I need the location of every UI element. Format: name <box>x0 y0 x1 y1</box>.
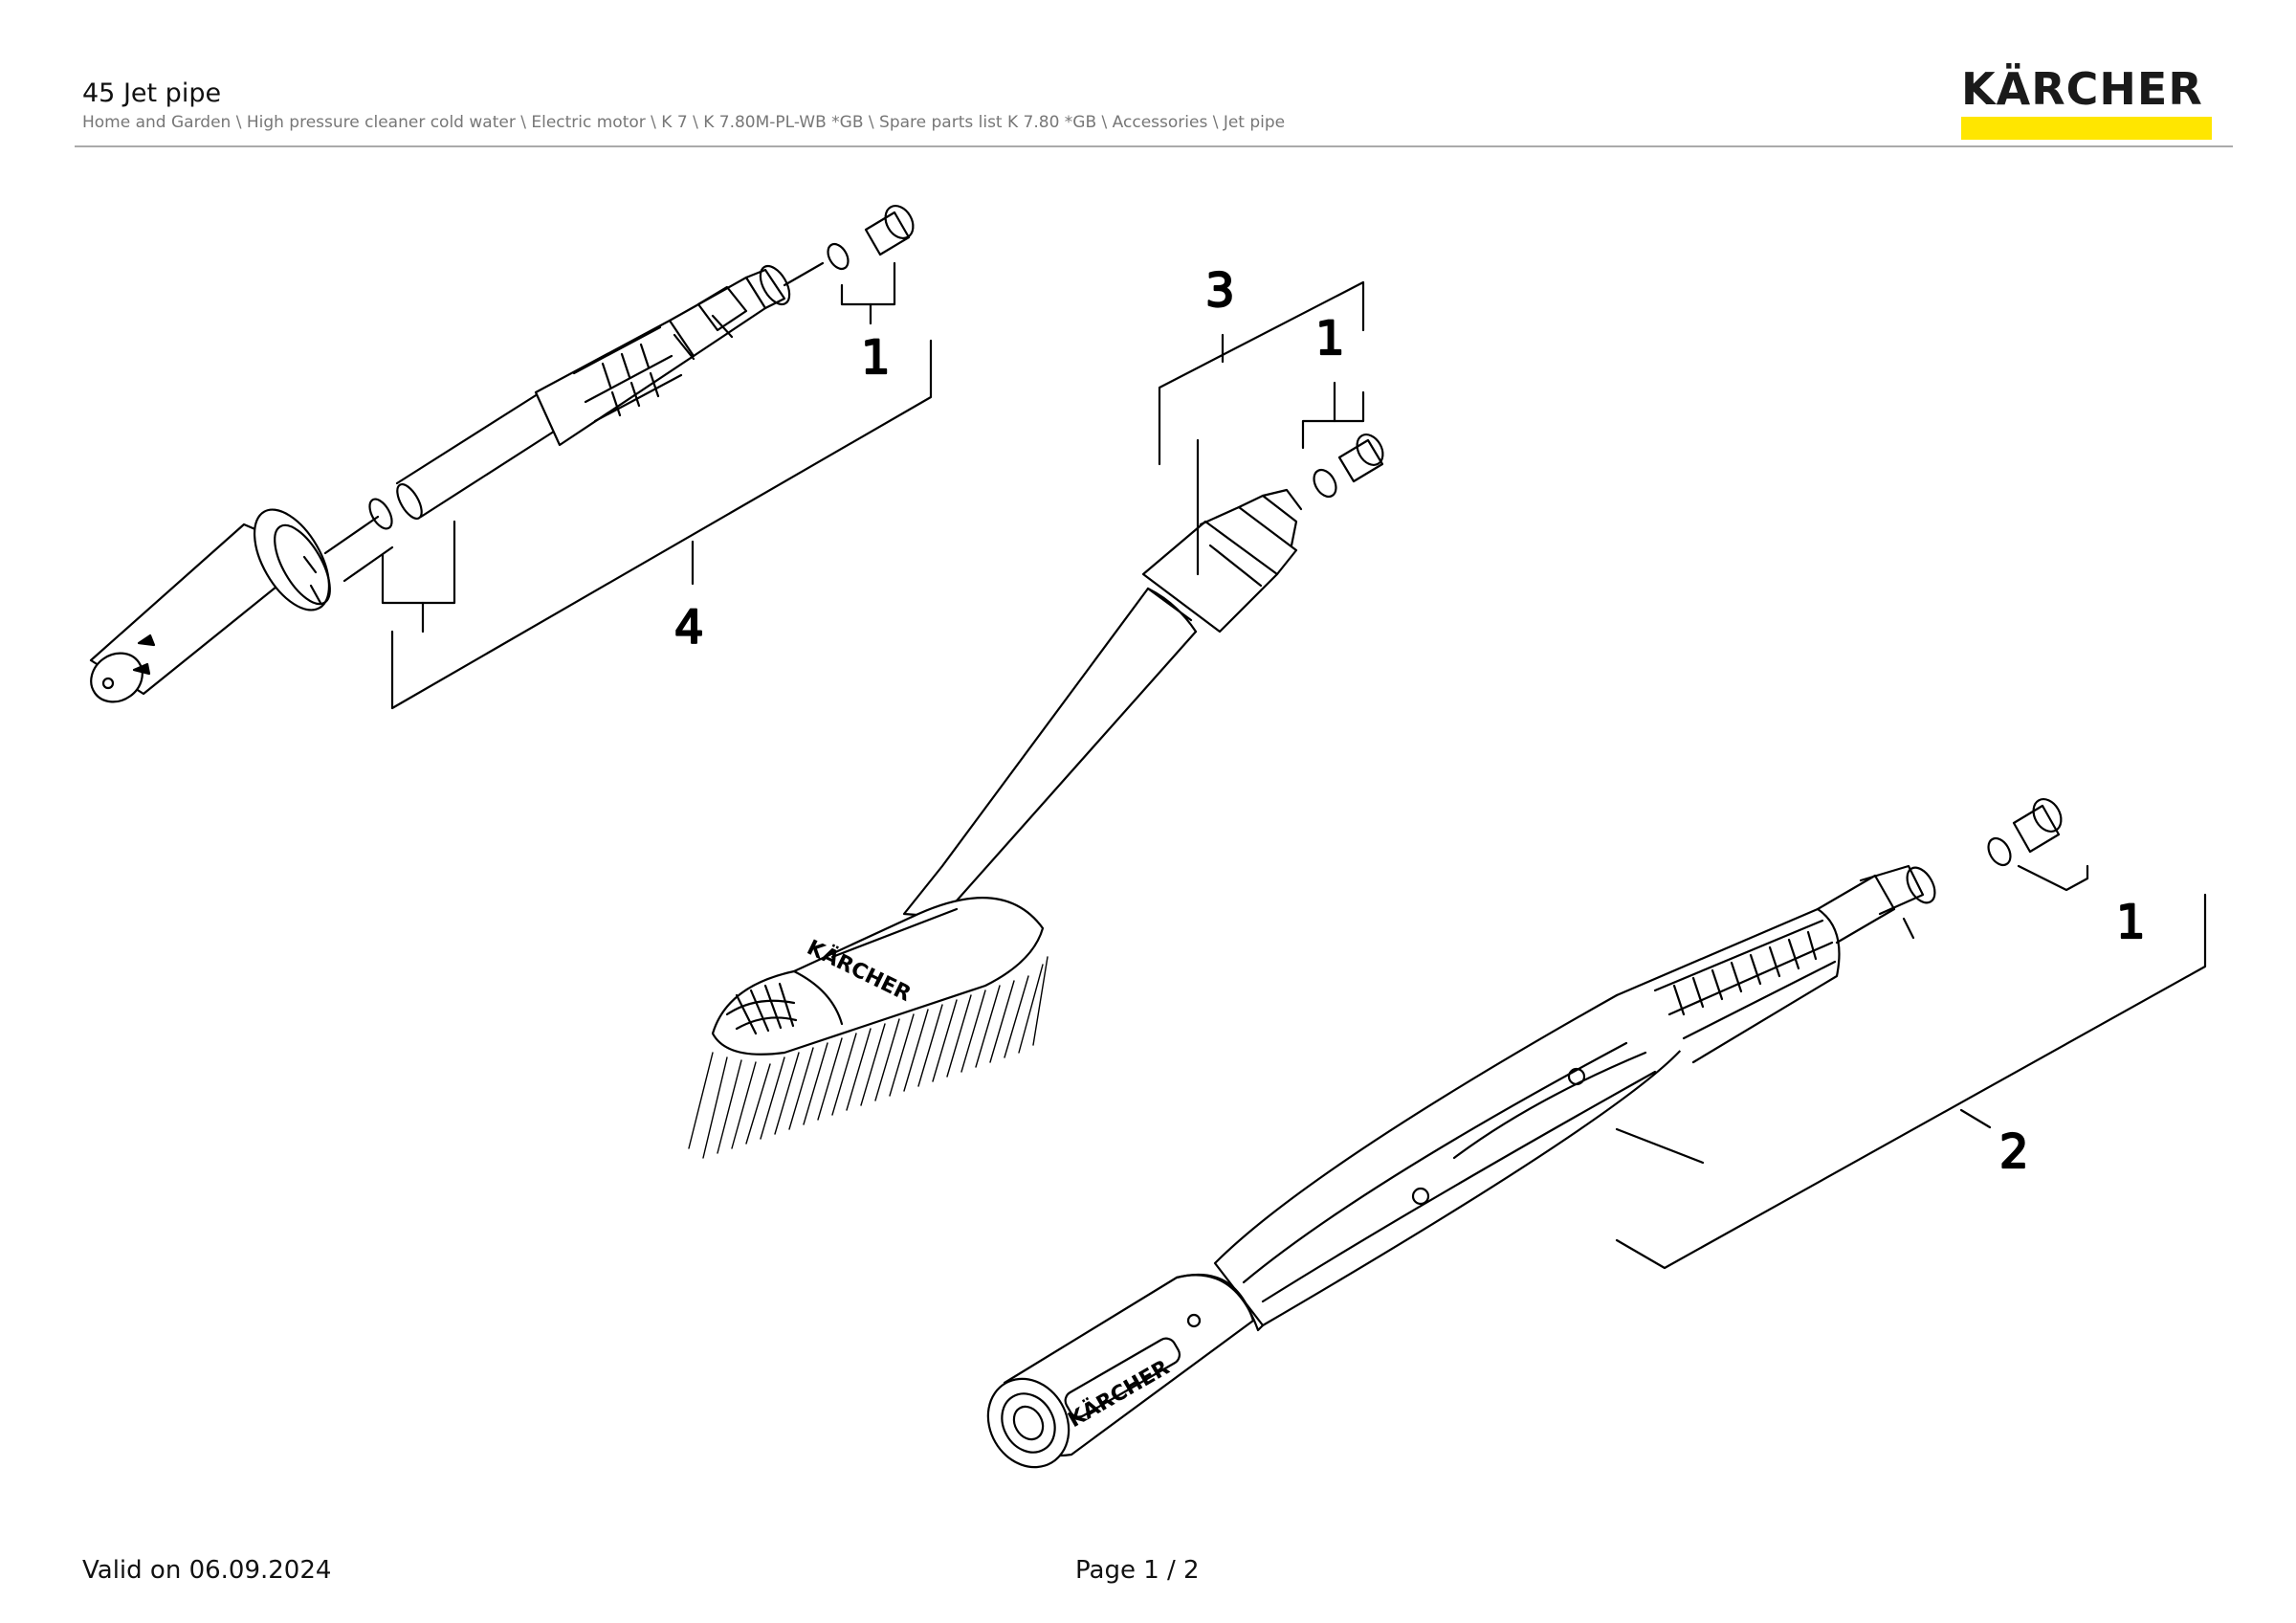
logo-wordmark: KÄRCHER <box>1961 63 2203 115</box>
header-divider <box>75 145 2233 147</box>
validity-date: Valid on 06.09.2024 <box>82 1556 332 1585</box>
breadcrumb: Home and Garden \ High pressure cleaner … <box>82 113 1286 132</box>
page-header: 45 Jet pipe Home and Garden \ High press… <box>0 0 2296 153</box>
page-number: Page 1 / 2 <box>1075 1556 1200 1585</box>
rotary-nozzle-assembly <box>89 205 933 710</box>
logo-yellow-bar <box>1961 117 2212 140</box>
wash-brush-assembly: KÄRCHER <box>688 280 1384 1159</box>
callout-1-right: 1 <box>2116 896 2146 949</box>
callout-2: 2 <box>1999 1125 2029 1179</box>
spray-lance-assembly: KÄRCHER <box>986 798 2207 1469</box>
callout-3: 3 <box>1205 264 1235 318</box>
callout-1-top-left: 1 <box>861 331 891 385</box>
page-title: 45 Jet pipe <box>82 78 222 108</box>
karcher-logo: KÄRCHER <box>1961 63 2212 140</box>
callout-1-center: 1 <box>1315 312 1345 366</box>
callout-4: 4 <box>674 601 704 655</box>
